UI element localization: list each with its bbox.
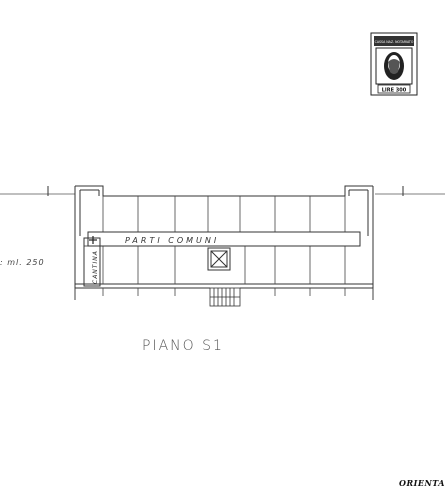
marker-icon — [89, 236, 97, 244]
bay-dividers — [74, 196, 374, 300]
revenue-stamp: CASSA NAZ. NOTARIATO LIRE 300 — [370, 32, 418, 96]
cellar-label: CANTINA — [92, 250, 99, 284]
building-outline — [47, 185, 404, 300]
orientation-label: ORIENTA — [399, 478, 445, 488]
floor-label: PIANO S1 — [142, 338, 224, 354]
common-corridor — [87, 231, 361, 247]
elevator-shaft — [207, 247, 231, 271]
common-parts-label: PARTI COMUNI — [125, 236, 219, 245]
stamp-header: CASSA NAZ. NOTARIATO — [375, 40, 414, 44]
scale-label: : ml. 250 — [0, 258, 45, 267]
staircase — [209, 287, 241, 307]
cellar-room — [83, 237, 101, 287]
stamp-value: LIRE 300 — [382, 88, 407, 94]
